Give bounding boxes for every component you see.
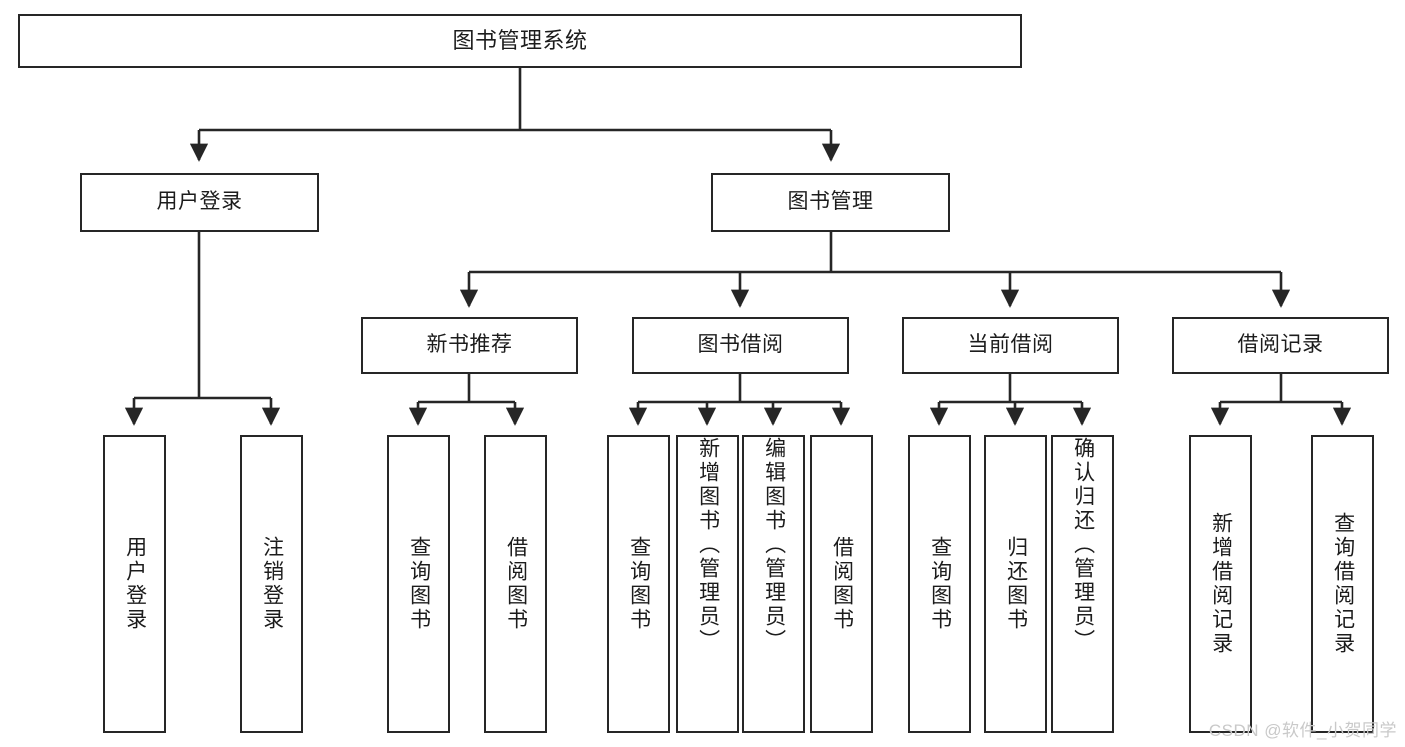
node-label: 图书管理系统 bbox=[452, 28, 588, 54]
node-label: 图书管理 bbox=[787, 190, 874, 214]
node-leaf-5[interactable]: 查询图书 bbox=[607, 435, 670, 733]
node-label: 确认归还（管理员） bbox=[1071, 437, 1095, 653]
node-label: 查询借阅记录 bbox=[1331, 512, 1355, 656]
node-leaf-11[interactable]: 确认归还（管理员） bbox=[1051, 435, 1114, 733]
node-label: 用户登录 bbox=[123, 536, 147, 632]
node-label: 当前借阅 bbox=[967, 333, 1054, 357]
node-level3-2[interactable]: 图书借阅 bbox=[632, 317, 849, 374]
node-level2-2[interactable]: 图书管理 bbox=[711, 173, 950, 232]
node-label: 查询图书 bbox=[407, 536, 431, 632]
node-label: 查询图书 bbox=[627, 536, 651, 632]
node-leaf-1[interactable]: 用户登录 bbox=[103, 435, 166, 733]
node-label: 新增图书（管理员） bbox=[696, 437, 720, 653]
node-label: 查询图书 bbox=[928, 536, 952, 632]
node-leaf-6[interactable]: 新增图书（管理员） bbox=[676, 435, 739, 733]
node-label: 用户登录 bbox=[156, 190, 243, 214]
node-level3-3[interactable]: 当前借阅 bbox=[902, 317, 1119, 374]
node-label: 新增借阅记录 bbox=[1209, 512, 1233, 656]
node-level2-1[interactable]: 用户登录 bbox=[80, 173, 319, 232]
node-leaf-13[interactable]: 查询借阅记录 bbox=[1311, 435, 1374, 733]
node-leaf-3[interactable]: 查询图书 bbox=[387, 435, 450, 733]
node-label: 新书推荐 bbox=[426, 333, 513, 357]
node-label: 注销登录 bbox=[260, 536, 284, 632]
node-level3-4[interactable]: 借阅记录 bbox=[1172, 317, 1389, 374]
node-label: 编辑图书（管理员） bbox=[762, 437, 786, 653]
node-label: 图书借阅 bbox=[697, 333, 784, 357]
node-leaf-4[interactable]: 借阅图书 bbox=[484, 435, 547, 733]
node-leaf-9[interactable]: 查询图书 bbox=[908, 435, 971, 733]
node-leaf-12[interactable]: 新增借阅记录 bbox=[1189, 435, 1252, 733]
node-leaf-8[interactable]: 借阅图书 bbox=[810, 435, 873, 733]
node-leaf-10[interactable]: 归还图书 bbox=[984, 435, 1047, 733]
node-label: 归还图书 bbox=[1004, 536, 1028, 632]
watermark: CSDN @软件_小贺同学 bbox=[1208, 721, 1397, 740]
node-label: 借阅记录 bbox=[1237, 333, 1324, 357]
node-root-system[interactable]: 图书管理系统 bbox=[18, 14, 1022, 68]
node-label: 借阅图书 bbox=[830, 536, 854, 632]
node-leaf-2[interactable]: 注销登录 bbox=[240, 435, 303, 733]
node-label: 借阅图书 bbox=[504, 536, 528, 632]
node-level3-1[interactable]: 新书推荐 bbox=[361, 317, 578, 374]
node-leaf-7[interactable]: 编辑图书（管理员） bbox=[742, 435, 805, 733]
